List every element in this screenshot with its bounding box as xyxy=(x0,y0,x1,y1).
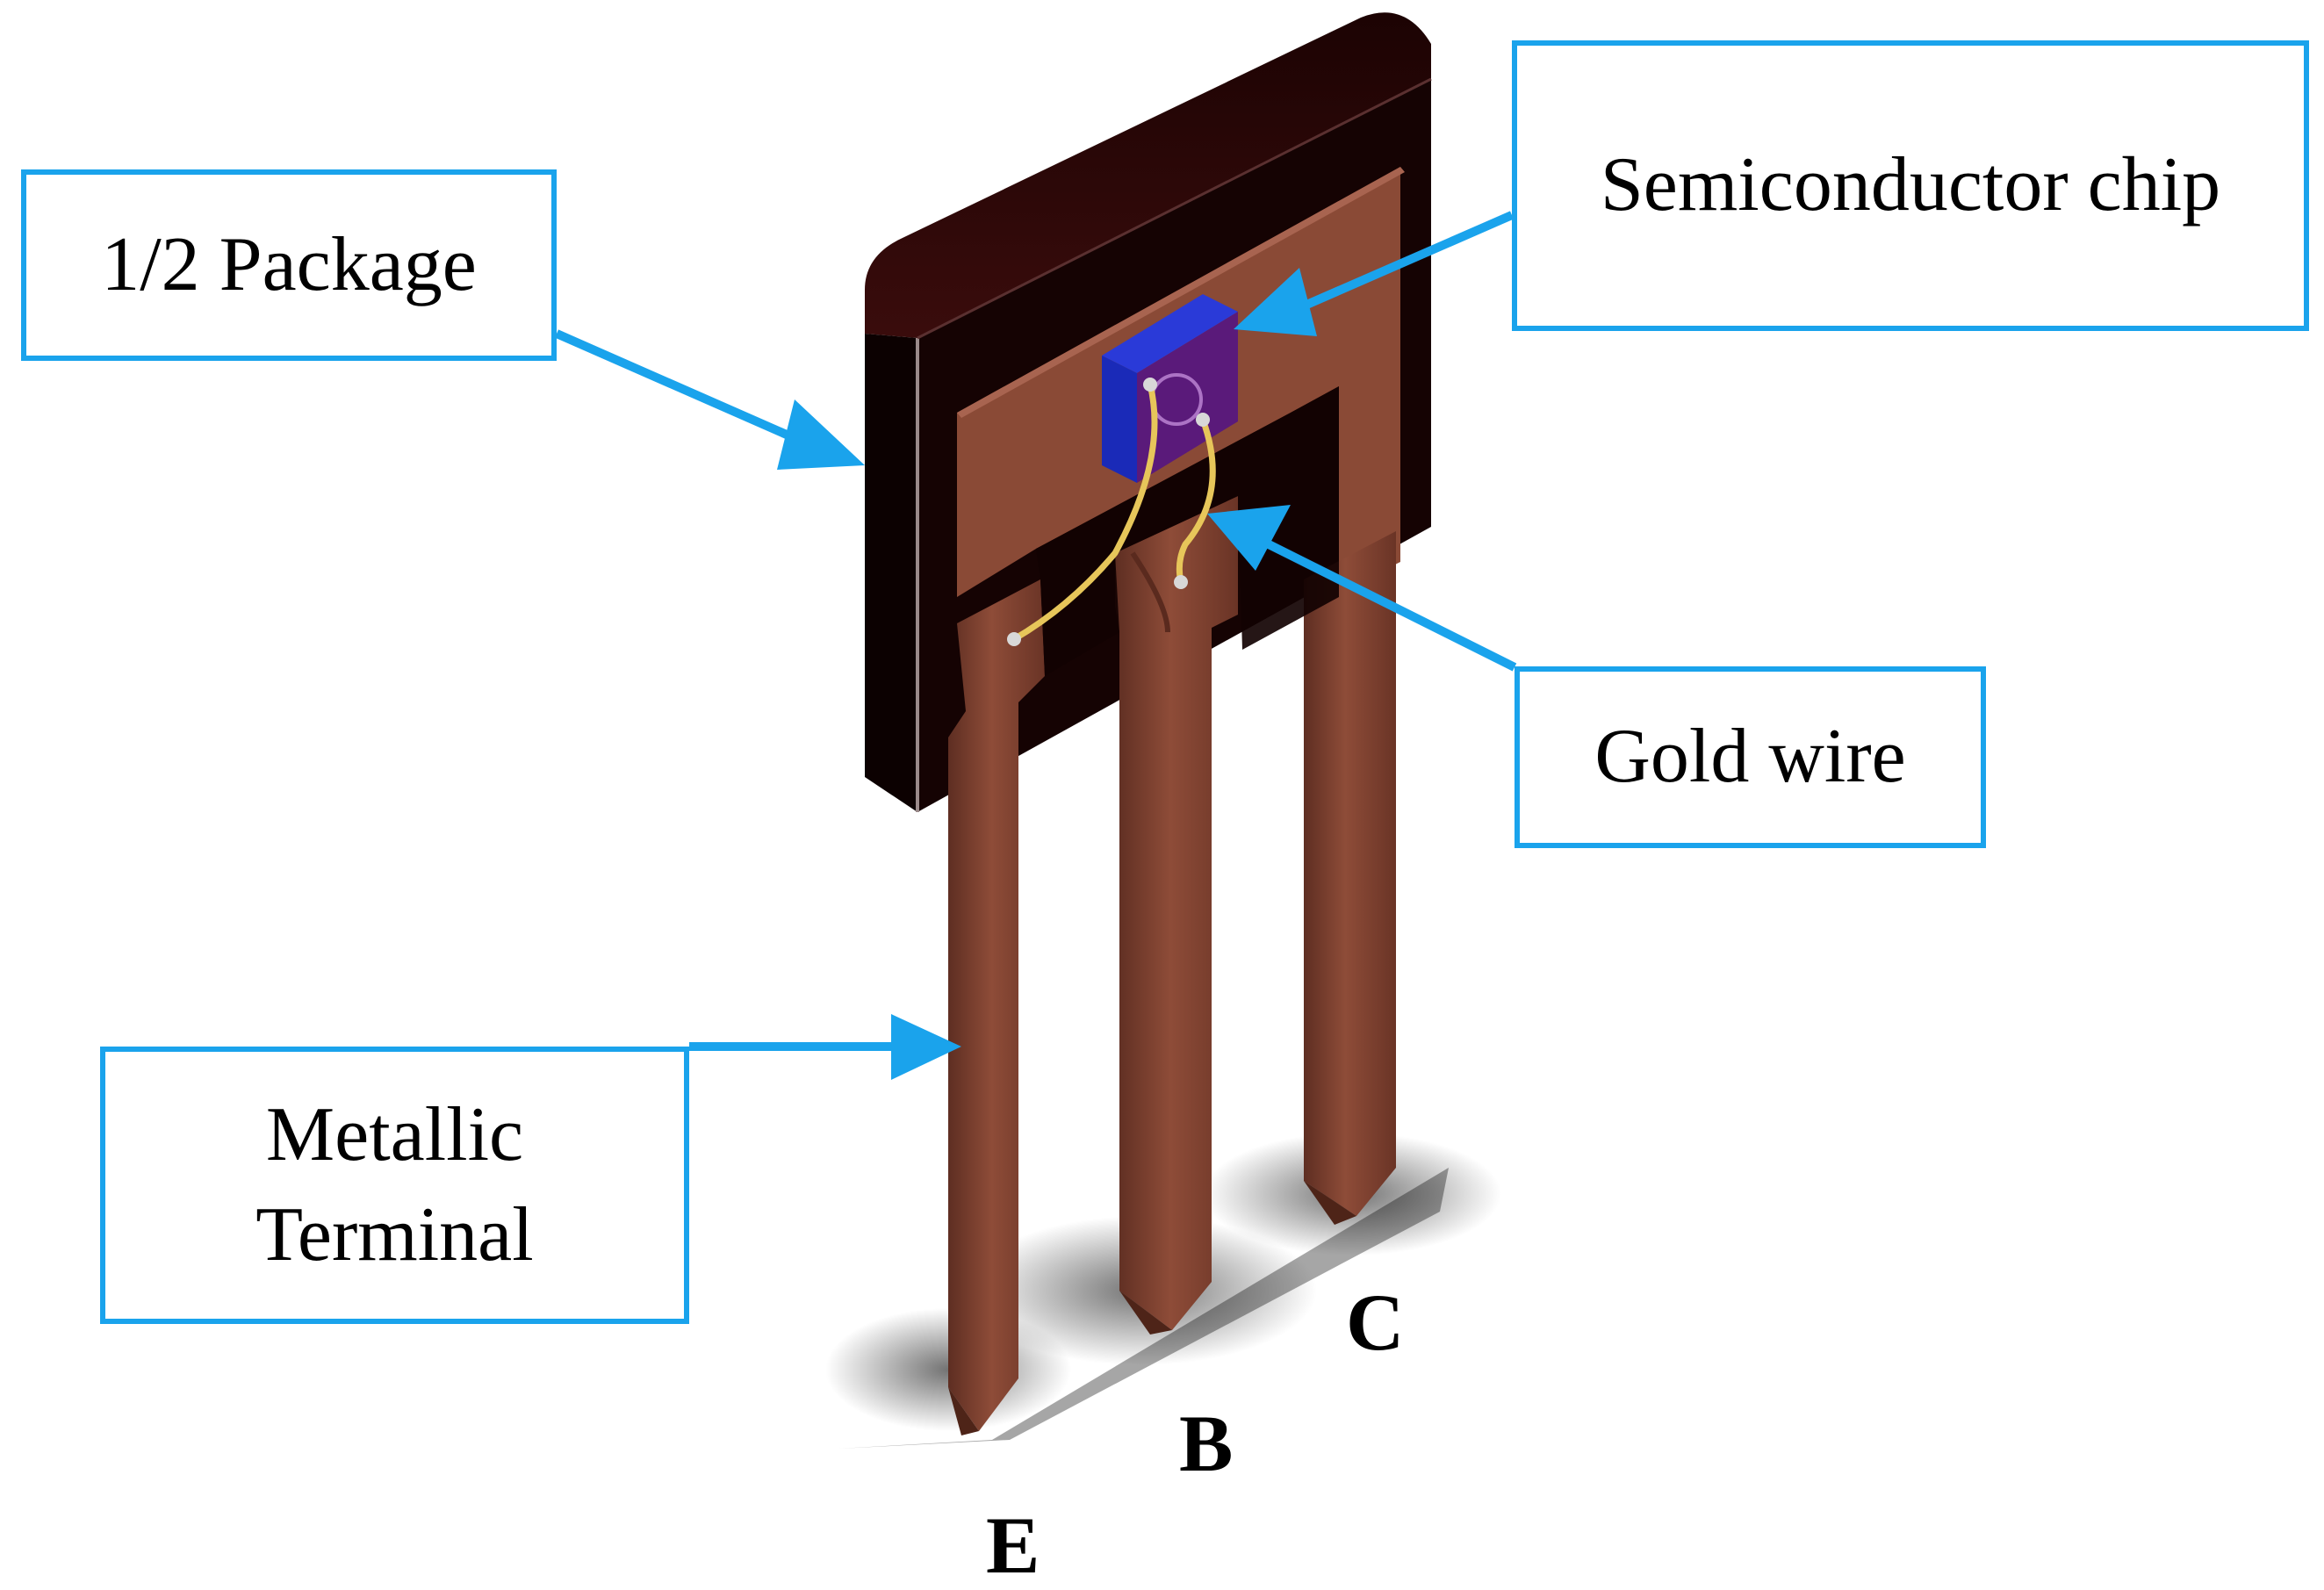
label-metallic-terminal: Metallic Terminal xyxy=(100,1047,689,1324)
semiconductor-chip xyxy=(1102,294,1238,483)
label-terminal-line1: Metallic xyxy=(265,1091,524,1177)
pin-collector xyxy=(1304,531,1396,1225)
pin-label-base: B xyxy=(1179,1399,1234,1488)
gold-wires xyxy=(1007,378,1216,646)
pin-base xyxy=(1115,496,1238,1335)
label-gold-wire: Gold wire xyxy=(1515,666,1986,848)
arrow-package xyxy=(554,329,865,470)
pin-label-emitter: E xyxy=(986,1500,1040,1590)
pin-label-collector: C xyxy=(1346,1277,1405,1367)
pin-emitter xyxy=(948,579,1045,1435)
label-package: 1/2 Package xyxy=(21,169,557,361)
label-chip-text: Semiconductor chip xyxy=(1600,142,2221,228)
label-semiconductor-chip: Semiconductor chip xyxy=(1512,40,2309,331)
arrow-terminal xyxy=(689,1014,961,1080)
arrow-wire xyxy=(1207,505,1517,672)
package-window xyxy=(1036,386,1339,676)
arrow-chip xyxy=(1234,211,1515,336)
label-package-text: 1/2 Package xyxy=(101,221,477,307)
label-wire-text: Gold wire xyxy=(1594,714,1906,800)
label-terminal-line2: Terminal xyxy=(255,1192,534,1277)
